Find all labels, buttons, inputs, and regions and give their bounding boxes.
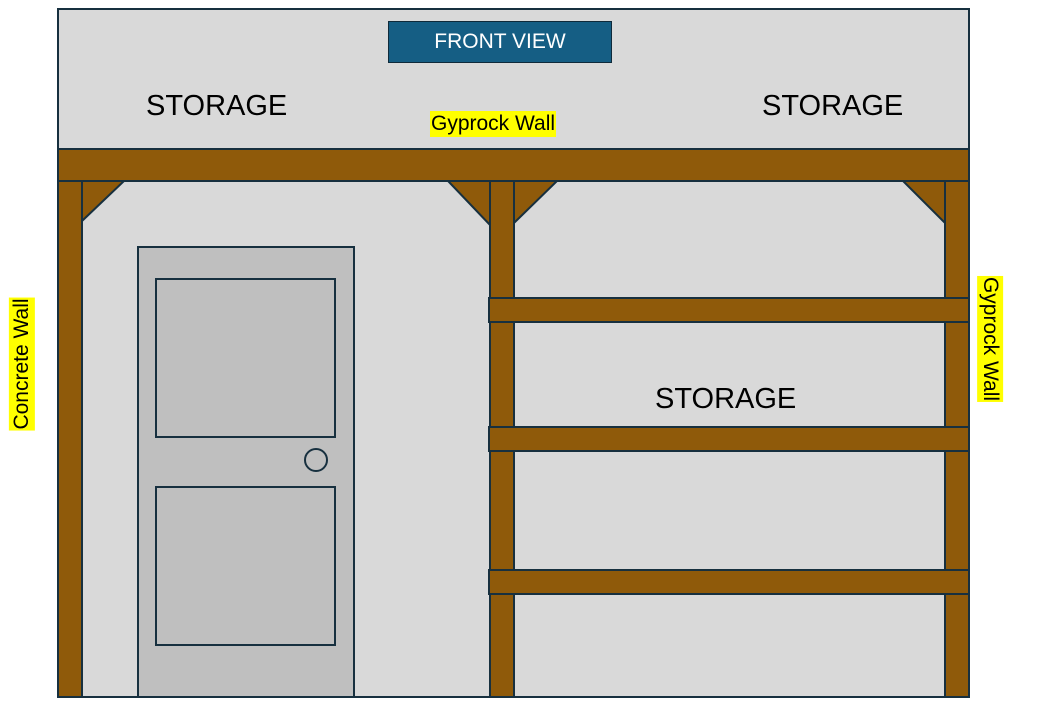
door-knob <box>304 448 328 472</box>
storage-label-top-left: STORAGE <box>146 90 288 122</box>
front-view-title: FRONT VIEW <box>388 21 612 63</box>
concrete-wall-label: Concrete Wall <box>8 297 36 431</box>
gyprock-wall-label-right: Gyprock Wall <box>976 275 1004 403</box>
storage-label-shelves: STORAGE <box>655 383 797 415</box>
corner-brace-middle-right <box>513 180 560 226</box>
left-post <box>57 180 83 698</box>
corner-brace-left <box>81 180 127 224</box>
top-beam <box>57 148 970 182</box>
door-panel-upper <box>155 278 336 438</box>
shelf-board-middle <box>488 426 970 452</box>
gyprock-wall-label-top: Gyprock Wall <box>430 111 557 138</box>
shelf-board-bottom <box>488 569 970 595</box>
corner-brace-right <box>900 180 946 226</box>
storage-label-top-right: STORAGE <box>762 90 904 122</box>
shelf-board-top <box>488 297 970 323</box>
corner-brace-middle-left <box>445 180 491 228</box>
door-panel-lower <box>155 486 336 646</box>
